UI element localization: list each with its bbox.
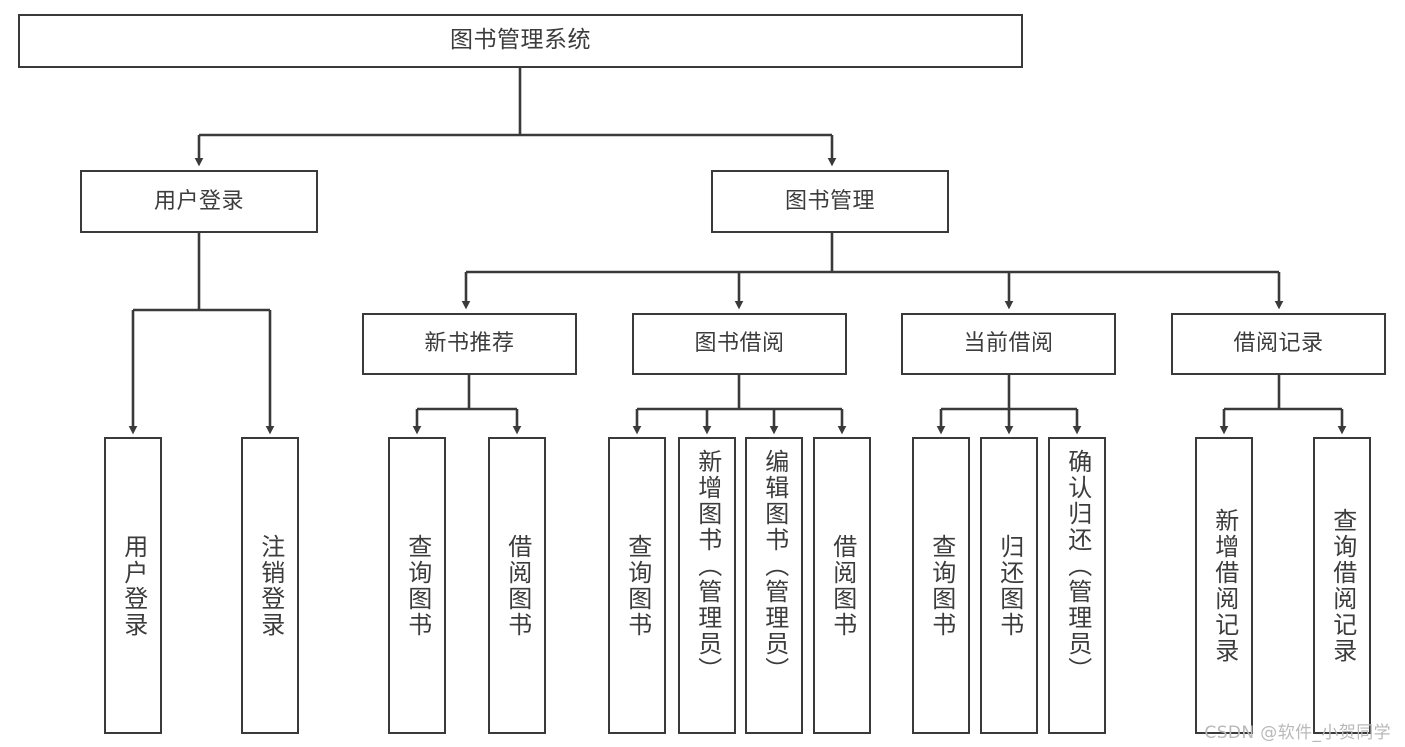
- node-label: 归还图书: [995, 533, 1024, 638]
- leaf-confirm-return-admin[interactable]: 确认归还（管理员）: [1048, 437, 1106, 734]
- node-label: 查询借阅记录: [1328, 507, 1357, 664]
- node-label: 借阅记录: [1233, 331, 1324, 357]
- node-label: 查询图书: [623, 533, 652, 638]
- leaf-add-borrow-record[interactable]: 新增借阅记录: [1195, 437, 1253, 734]
- leaf-query-borrow-record[interactable]: 查询借阅记录: [1313, 437, 1371, 734]
- node-label: 用户登录: [119, 533, 148, 638]
- node-label: 编辑图书（管理员）: [760, 449, 789, 683]
- node-label: 用户登录: [153, 188, 244, 214]
- node-new-book-recommend[interactable]: 新书推荐: [362, 313, 577, 375]
- node-label: 确认归还（管理员）: [1063, 449, 1092, 683]
- leaf-user-login[interactable]: 用户登录: [104, 437, 162, 734]
- node-label: 借阅图书: [503, 533, 532, 638]
- leaf-borrow-book-recommend[interactable]: 借阅图书: [488, 437, 546, 734]
- node-label: 新书推荐: [424, 331, 515, 357]
- node-root-system[interactable]: 图书管理系统: [18, 14, 1023, 68]
- node-current-borrow[interactable]: 当前借阅: [901, 313, 1116, 375]
- node-label: 图书借阅: [694, 331, 785, 357]
- leaf-query-book-current[interactable]: 查询图书: [912, 437, 970, 734]
- node-book-borrow[interactable]: 图书借阅: [632, 313, 847, 375]
- leaf-query-book-recommend[interactable]: 查询图书: [388, 437, 446, 734]
- csdn-watermark: CSDN @软件_小贺同学: [1204, 723, 1391, 743]
- leaf-edit-book-admin[interactable]: 编辑图书（管理员）: [745, 437, 803, 734]
- node-user-login[interactable]: 用户登录: [80, 170, 318, 233]
- node-book-management[interactable]: 图书管理: [711, 170, 949, 233]
- node-label: 当前借阅: [963, 331, 1054, 357]
- leaf-logout-login[interactable]: 注销登录: [241, 437, 299, 734]
- leaf-query-book-borrow[interactable]: 查询图书: [608, 437, 666, 734]
- node-borrow-record[interactable]: 借阅记录: [1171, 313, 1386, 375]
- node-label: 图书管理: [784, 188, 875, 214]
- leaf-return-book[interactable]: 归还图书: [980, 437, 1038, 734]
- node-label: 查询图书: [403, 533, 432, 638]
- node-label: 注销登录: [256, 533, 285, 638]
- node-label: 新增图书（管理员）: [693, 449, 722, 683]
- node-label: 新增借阅记录: [1210, 507, 1239, 664]
- node-label: 借阅图书: [828, 533, 857, 638]
- node-label: 查询图书: [927, 533, 956, 638]
- leaf-add-book-admin[interactable]: 新增图书（管理员）: [678, 437, 736, 734]
- node-label: 图书管理系统: [450, 27, 591, 54]
- leaf-borrow-book[interactable]: 借阅图书: [813, 437, 871, 734]
